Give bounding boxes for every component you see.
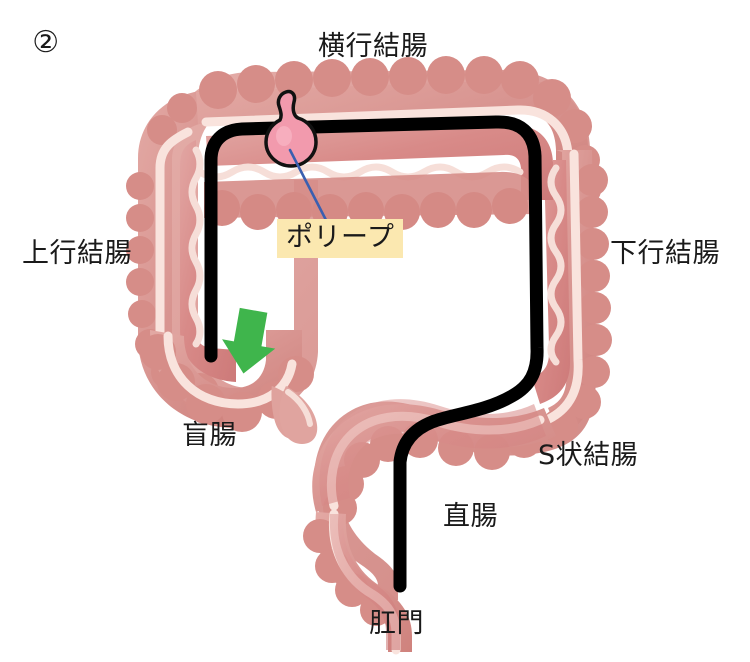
direction-arrow-icon [222, 307, 276, 374]
label-cecum: 盲腸 [182, 420, 237, 451]
polyp-pointer-line [288, 148, 329, 224]
label-polyp-callout: ポリープ [277, 219, 404, 258]
label-rectum: 直腸 [443, 501, 498, 532]
colon-body [126, 56, 612, 655]
figure-number: ② [32, 25, 60, 60]
label-sigmoid-colon: S状結腸 [538, 440, 639, 471]
label-descending-colon: 下行結腸 [610, 238, 720, 269]
polyp-shape [264, 89, 318, 168]
cecum-segment [140, 330, 318, 444]
label-anus: 肛門 [369, 608, 424, 639]
label-ascending-colon: 上行結腸 [22, 238, 132, 269]
colonoscope-path [204, 115, 544, 593]
sigmoid-colon-segment [312, 399, 556, 525]
label-transverse-colon: 横行結腸 [318, 31, 428, 62]
descending-colon-segment [506, 149, 612, 458]
rectum-anus-segment [303, 509, 412, 655]
